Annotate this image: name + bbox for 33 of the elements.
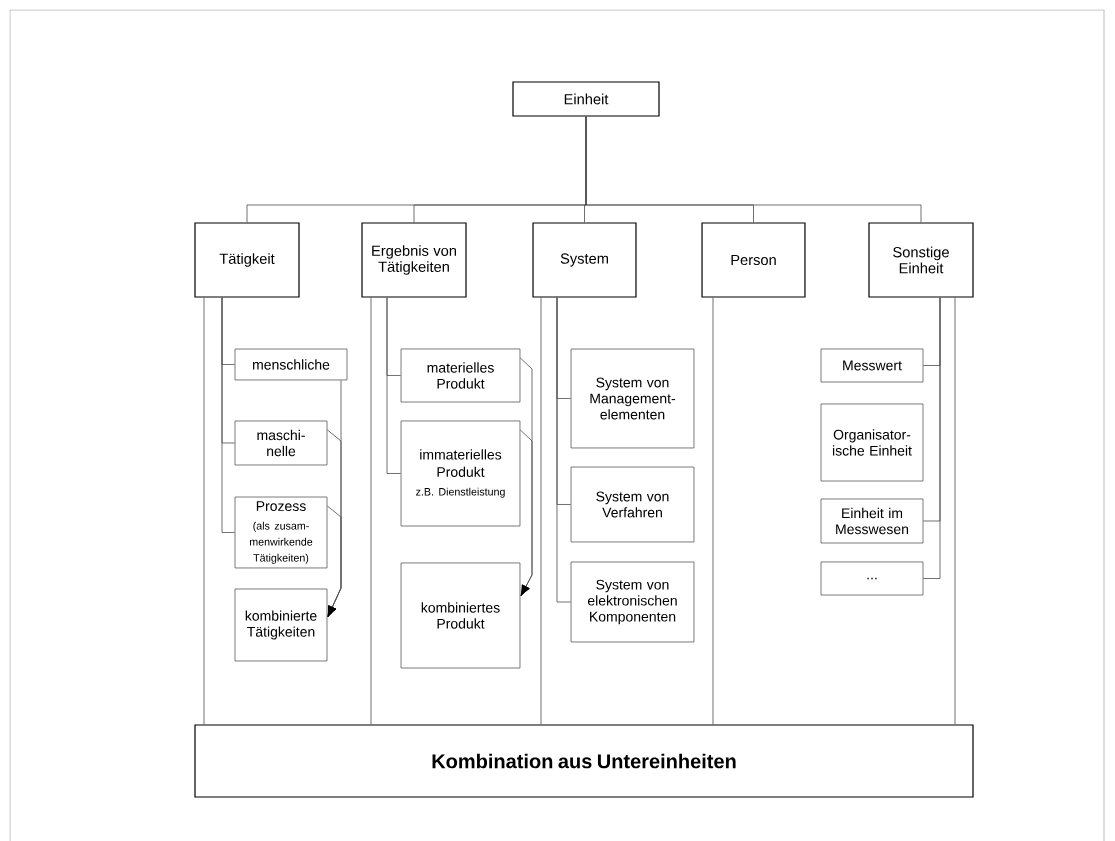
category-box: materielles Produkt: [400, 348, 521, 403]
connector-line: [386, 297, 402, 474]
connector-line: [519, 429, 533, 596]
heading-box: Sonstige Einheit: [868, 222, 974, 298]
heading-box: Tätigkeit: [194, 222, 300, 298]
category-box: System von elektronischen Komponenten: [570, 561, 695, 643]
category-box: menschliche: [234, 348, 348, 381]
connector-line: [954, 297, 956, 725]
category-box: Organisator- ische Einheit: [820, 403, 924, 482]
connector-line: [585, 116, 922, 223]
heading-box: Person: [701, 222, 806, 298]
connector-line: [923, 297, 941, 579]
heading-box: Kombination aus Untereinheiten: [194, 724, 974, 798]
category-box: kombinierte Tätigkeiten: [234, 588, 328, 662]
category-box: System von Verfahren: [570, 466, 695, 543]
connector-line: [556, 297, 572, 603]
category-box: maschi- nelle: [234, 420, 328, 466]
connector-line: [540, 297, 542, 725]
category-box: Einheit im Messwesen: [820, 498, 924, 544]
heading-box: System: [532, 222, 637, 298]
connector-line: [712, 297, 714, 725]
heading-box: Ergebnis von Tätigkeiten: [361, 222, 467, 298]
category-box: kombiniertes Produkt: [400, 562, 521, 669]
connector-line: [370, 297, 372, 725]
category-box: System von Management- elementen: [570, 348, 695, 449]
connector-line: [221, 297, 235, 533]
category-box: Prozess (als zusam- menwirkende Tätigkeiten): [234, 496, 328, 569]
category-box: Messwert: [820, 348, 924, 383]
heading-box: Einheit: [512, 81, 660, 117]
category-box: immaterielles Produkt z.B. Dienstleistung: [400, 420, 521, 527]
connector-line: [327, 505, 342, 617]
connector-line: [203, 297, 205, 725]
category-box: ...: [820, 561, 924, 596]
